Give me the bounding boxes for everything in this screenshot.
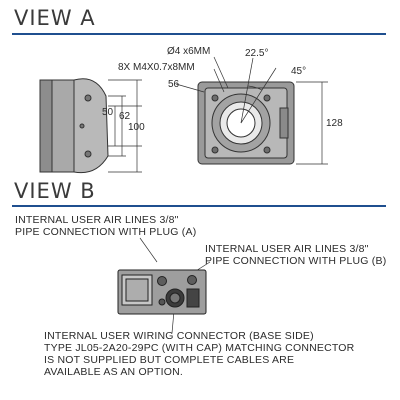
side-bolt-top — [84, 94, 92, 102]
dim-thread-spec: 8X M4X0.7x8MM — [118, 62, 195, 73]
connector-note: INTERNAL USER WIRING CONNECTOR (BASE SID… — [44, 330, 354, 378]
dim-128: 128 — [326, 118, 343, 129]
side-view — [39, 78, 109, 174]
dim-angle-small: 22.5° — [245, 48, 269, 59]
side-bolt-bottom — [84, 150, 92, 158]
view-b-title: VIEW B — [14, 179, 96, 203]
connector-note-line-2: TYPE JL05-2A20-29PC (WITH CAP) MATCHING … — [44, 342, 355, 354]
callout-b-line-2: PIPE CONNECTION WITH PLUG (B) — [205, 255, 387, 267]
front-bolt — [263, 94, 271, 102]
base-panel — [117, 269, 207, 315]
dim-angle-large: 45° — [291, 66, 307, 77]
front-view — [197, 81, 295, 165]
front-dimensions — [175, 56, 328, 165]
air-plug-b — [187, 275, 197, 285]
dim-56: 56 — [168, 79, 180, 90]
connector-cap — [186, 288, 200, 308]
front-bolt — [211, 94, 219, 102]
dim-hole-spec: Ø4 x6MM — [167, 46, 211, 57]
callout-air-line-b: INTERNAL USER AIR LINES 3/8" PIPE CONNEC… — [205, 243, 386, 267]
front-bolt — [263, 146, 271, 154]
connector-note-line-1: INTERNAL USER WIRING CONNECTOR (BASE SID… — [44, 330, 314, 342]
view-b-divider — [12, 205, 386, 207]
side-dimensions — [108, 79, 142, 173]
dim-100: 100 — [128, 122, 145, 133]
connector-note-line-4: AVAILABLE AS AN OPTION. — [44, 366, 184, 378]
view-a-title: VIEW A — [14, 6, 96, 30]
connector-note-line-3: IS NOT SUPPLIED BUT COMPLETE CABLES ARE — [44, 354, 295, 366]
callout-a-line-2: PIPE CONNECTION WITH PLUG (A) — [15, 226, 197, 238]
side-bolt-mid — [79, 123, 85, 129]
front-bolt — [211, 146, 219, 154]
air-plug-a — [157, 276, 167, 286]
view-a-divider — [12, 33, 386, 35]
dim-50: 50 — [102, 107, 114, 118]
callout-b-line-1: INTERNAL USER AIR LINES 3/8" — [205, 243, 369, 255]
callout-air-line-a: INTERNAL USER AIR LINES 3/8" PIPE CONNEC… — [15, 214, 196, 238]
front-side-block — [279, 107, 289, 139]
callout-a-line-1: INTERNAL USER AIR LINES 3/8" — [15, 214, 179, 226]
dim-62: 62 — [119, 111, 131, 122]
